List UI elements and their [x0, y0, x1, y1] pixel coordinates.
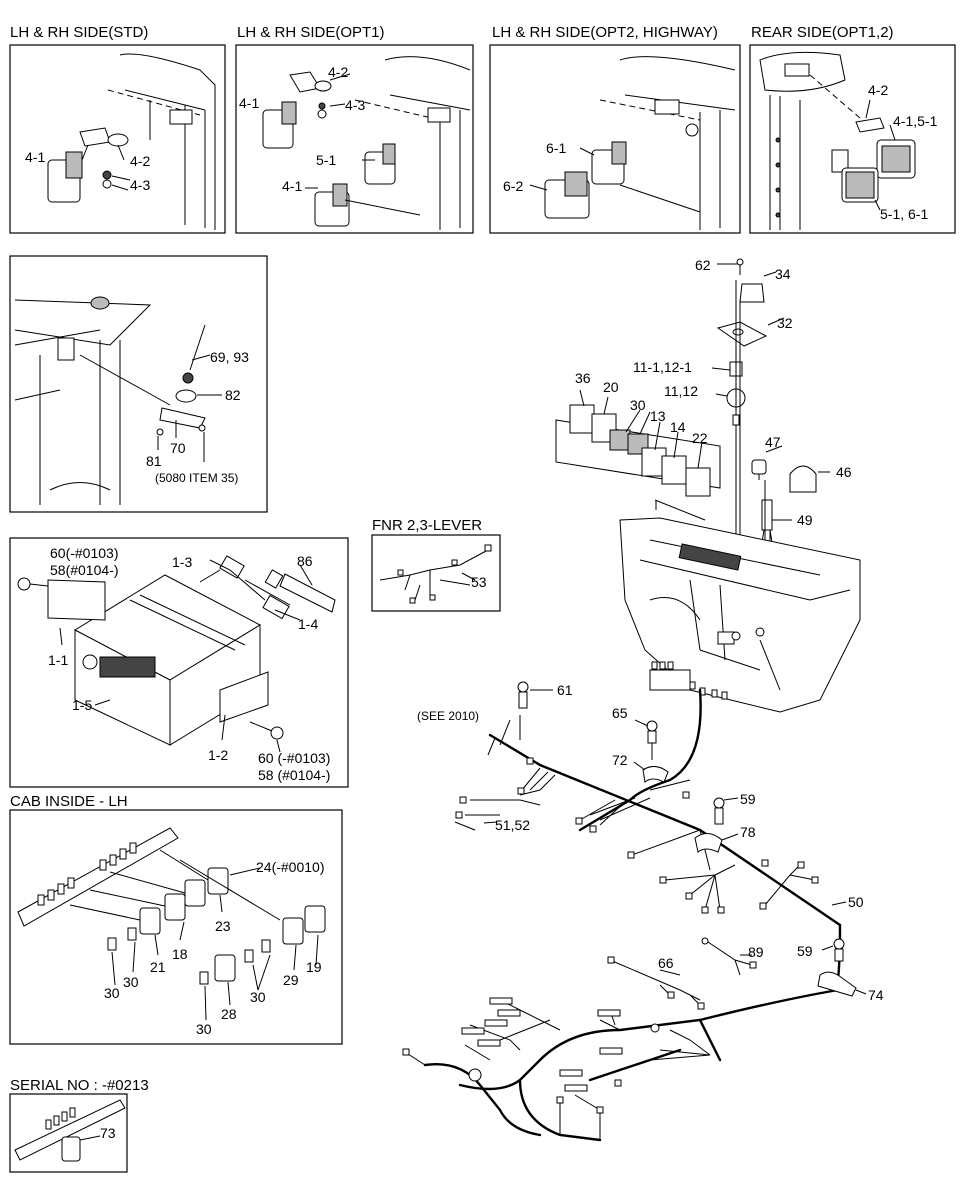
- callout-cab-19: 19: [306, 959, 322, 975]
- callout-cab-23: 23: [215, 918, 231, 934]
- callout-46: 46: [836, 464, 852, 480]
- callout-rear-4-2: 4-2: [868, 82, 888, 98]
- callout-cab-28: 28: [221, 1006, 237, 1022]
- callout-opt2-6-2: 6-2: [503, 178, 523, 194]
- callout-radio-1-3: 1-3: [172, 554, 192, 570]
- callout-opt1-4-2: 4-2: [328, 64, 348, 80]
- callout-cab-30a: 30: [104, 985, 120, 1001]
- harness-connectors: [402, 757, 819, 1114]
- callout-opt2-6-1: 6-1: [546, 140, 566, 156]
- header-lh-rh-opt1: LH & RH SIDE(OPT1): [237, 24, 385, 41]
- callout-5080-item-35: (5080 ITEM 35): [155, 471, 238, 485]
- switch-cutouts: [37, 842, 137, 906]
- header-cab-inside: CAB INSIDE - LH: [10, 793, 128, 810]
- callout-70: 70: [170, 440, 186, 456]
- panel-rear-side: 4-2 4-1,5-1 5-1, 6-1: [749, 44, 956, 234]
- callout-cab-30d: 30: [196, 1021, 212, 1037]
- callout-11-12: 11,12: [664, 383, 698, 399]
- callout-cab-30b: 30: [123, 974, 139, 990]
- header-rear-side: REAR SIDE(OPT1,2): [751, 24, 894, 41]
- callout-14: 14: [670, 419, 686, 435]
- callout-72: 72: [612, 752, 628, 768]
- callout-59-a: 59: [740, 791, 756, 807]
- callout-opt1-5-1: 5-1: [316, 152, 336, 168]
- panel-fnr: 53: [371, 534, 501, 612]
- callout-49: 49: [797, 512, 813, 528]
- callout-59-b: 59: [797, 943, 813, 959]
- callout-radio-60a: 60(-#0103): [50, 545, 119, 561]
- callout-81: 81: [146, 453, 162, 469]
- callout-std-4-3: 4-3: [130, 177, 150, 193]
- callout-20: 20: [603, 379, 619, 395]
- callout-radio-1-1: 1-1: [48, 652, 68, 668]
- callout-opt1-4-1-top: 4-1: [239, 95, 259, 111]
- callout-82: 82: [225, 387, 241, 403]
- panel-lh-rh-opt2: 6-1 6-2: [489, 44, 741, 234]
- header-lh-rh-opt2: LH & RH SIDE(OPT2, HIGHWAY): [492, 24, 718, 41]
- callout-30: 30: [630, 397, 646, 413]
- callout-radio-1-5: 1-5: [72, 697, 92, 713]
- callout-radio-1-2: 1-2: [208, 747, 228, 763]
- panel-radio: 60(-#0103) 58(#0104-) 1-3 86 1-4 1-1 1-5…: [9, 537, 349, 788]
- callout-34: 34: [775, 266, 791, 282]
- panel-serial: 73: [9, 1093, 128, 1173]
- callout-radio-86: 86: [297, 553, 313, 569]
- main-console-assembly: [402, 258, 867, 1142]
- callout-radio-60b: 60 (-#0103): [258, 750, 330, 766]
- callout-serial-73: 73: [100, 1125, 116, 1141]
- callout-see-2010: (SEE 2010): [417, 709, 479, 723]
- callout-cab-18: 18: [172, 946, 188, 962]
- callout-89: 89: [748, 944, 764, 960]
- panel-antenna-mount: 69, 93 82 81 70 (5080 ITEM 35): [9, 255, 268, 513]
- panel-lh-rh-std: 4-1 4-2 4-3: [9, 44, 226, 234]
- callout-std-4-1: 4-1: [25, 149, 45, 165]
- callout-opt1-4-1-bot: 4-1: [282, 178, 302, 194]
- callout-61: 61: [557, 682, 573, 698]
- header-fnr: FNR 2,3-LEVER: [372, 517, 482, 534]
- callout-radio-58a: 58(#0104-): [50, 562, 119, 578]
- callout-47: 47: [765, 434, 781, 450]
- callout-36: 36: [575, 370, 591, 386]
- callout-std-4-2: 4-2: [130, 153, 150, 169]
- callout-78: 78: [740, 824, 756, 840]
- callout-rear-5-1-6-1: 5-1, 6-1: [880, 206, 928, 222]
- header-lh-rh-std: LH & RH SIDE(STD): [10, 24, 148, 41]
- callout-fnr-53: 53: [471, 574, 487, 590]
- callout-11-1-12-1: 11-1,12-1: [633, 359, 692, 375]
- callout-74: 74: [868, 987, 884, 1003]
- header-serial-no: SERIAL NO : -#0213: [10, 1077, 149, 1094]
- callout-radio-1-4: 1-4: [298, 616, 318, 632]
- callout-cab-30c: 30: [250, 989, 266, 1005]
- callout-50: 50: [848, 894, 864, 910]
- callout-rear-4-1-5-1: 4-1,5-1: [893, 113, 938, 129]
- callout-cab-24: 24(-#0010): [256, 859, 325, 875]
- callout-radio-58b: 58 (#0104-): [258, 767, 330, 783]
- panel-cab-inside: 24(-#0010) 23 18 21 30 30 30 28 30 29 19: [9, 809, 343, 1045]
- callout-cab-21: 21: [150, 959, 166, 975]
- callout-13: 13: [650, 408, 666, 424]
- callout-66: 66: [658, 955, 674, 971]
- callout-69-93: 69, 93: [210, 349, 249, 365]
- callout-opt1-4-3: 4-3: [345, 97, 365, 113]
- callout-22: 22: [692, 430, 708, 446]
- panel-lh-rh-opt1: 4-2 4-1 4-3 5-1 4-1: [235, 44, 474, 234]
- callout-62: 62: [695, 257, 711, 273]
- callout-51-52: 51,52: [495, 817, 530, 833]
- callout-cab-29: 29: [283, 972, 299, 988]
- callout-32: 32: [777, 315, 793, 331]
- callout-65: 65: [612, 705, 628, 721]
